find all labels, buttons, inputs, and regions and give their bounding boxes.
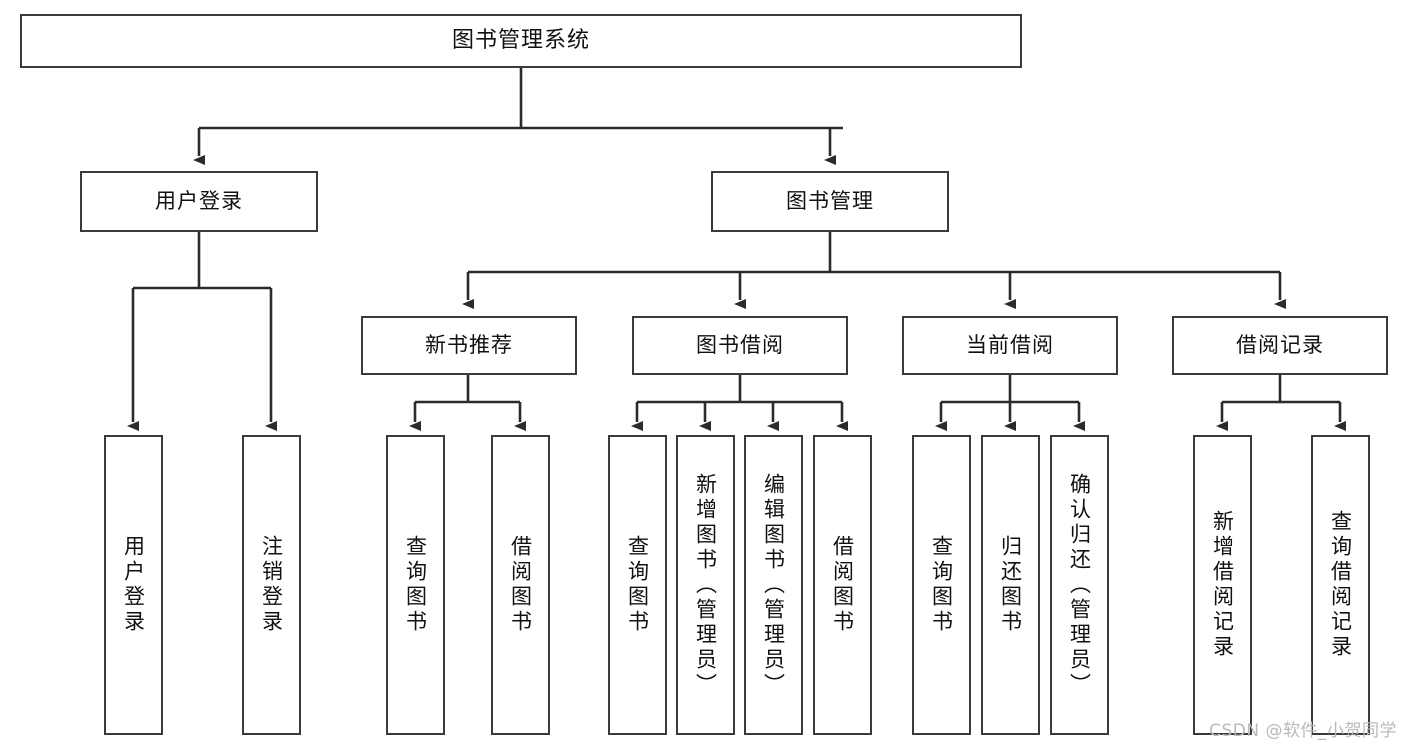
node-root-system[interactable]: 图书管理系统	[20, 14, 1022, 68]
leaf-return-book[interactable]: 归还图书	[981, 435, 1040, 735]
leaf-add-book-admin[interactable]: 新增图书（管理员）	[676, 435, 735, 735]
node-label: 查询图书	[625, 535, 650, 635]
node-user-login[interactable]: 用户登录	[80, 171, 318, 232]
node-label: 查询借阅记录	[1328, 510, 1353, 660]
leaf-borrow-book-recommend[interactable]: 借阅图书	[491, 435, 550, 735]
node-label: 确认归还（管理员）	[1067, 472, 1092, 698]
leaf-add-borrow-record[interactable]: 新增借阅记录	[1193, 435, 1252, 735]
leaf-query-book-current[interactable]: 查询图书	[912, 435, 971, 735]
leaf-borrow-book[interactable]: 借阅图书	[813, 435, 872, 735]
node-label: 用户登录	[121, 535, 146, 635]
leaf-logout[interactable]: 注销登录	[242, 435, 301, 735]
node-label: 新增图书（管理员）	[693, 472, 718, 698]
node-label: 归还图书	[998, 535, 1023, 635]
node-label: 图书管理系统	[451, 27, 590, 53]
leaf-confirm-return-admin[interactable]: 确认归还（管理员）	[1050, 435, 1109, 735]
node-book-management[interactable]: 图书管理	[711, 171, 949, 232]
node-label: 注销登录	[259, 535, 284, 635]
node-label: 借阅图书	[508, 535, 533, 635]
node-label: 新书推荐	[425, 332, 513, 357]
leaf-user-login[interactable]: 用户登录	[104, 435, 163, 735]
node-label: 查询图书	[403, 535, 428, 635]
node-borrow-record[interactable]: 借阅记录	[1172, 316, 1388, 375]
node-label: 查询图书	[929, 535, 954, 635]
node-label: 借阅图书	[830, 535, 855, 635]
node-label: 编辑图书（管理员）	[761, 472, 786, 698]
leaf-query-borrow-record[interactable]: 查询借阅记录	[1311, 435, 1370, 735]
node-label: 借阅记录	[1236, 332, 1324, 357]
leaf-query-book-borrow[interactable]: 查询图书	[608, 435, 667, 735]
node-label: 新增借阅记录	[1210, 510, 1235, 660]
node-label: 当前借阅	[966, 332, 1054, 357]
watermark: CSDN @软件_小贺同学	[1209, 721, 1397, 741]
node-label: 用户登录	[155, 188, 243, 213]
leaf-query-book-recommend[interactable]: 查询图书	[386, 435, 445, 735]
node-new-book-recommend[interactable]: 新书推荐	[361, 316, 577, 375]
node-label: 图书管理	[786, 188, 874, 213]
node-book-borrow[interactable]: 图书借阅	[632, 316, 848, 375]
node-current-borrow[interactable]: 当前借阅	[902, 316, 1118, 375]
node-label: 图书借阅	[696, 332, 784, 357]
leaf-edit-book-admin[interactable]: 编辑图书（管理员）	[744, 435, 803, 735]
